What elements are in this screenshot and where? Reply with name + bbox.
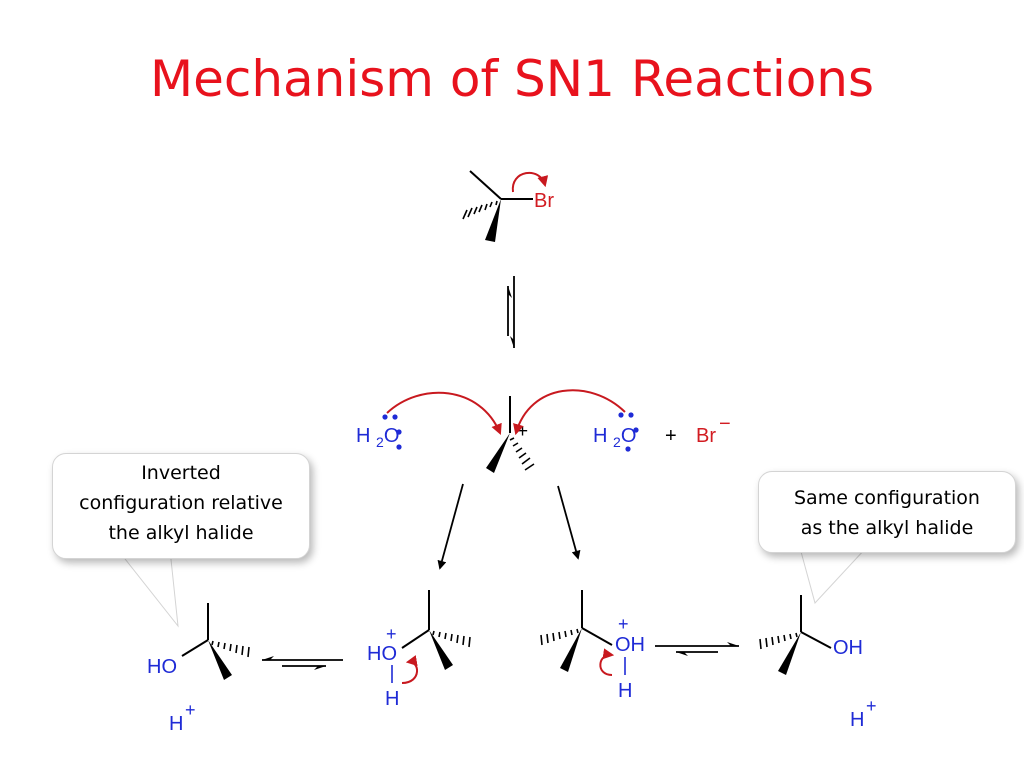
deprotonation-equilibrium-right	[655, 642, 739, 656]
callout-inverted: Inverted configuration relative the alky…	[52, 453, 310, 559]
deprotonation-arrow-left	[401, 655, 418, 684]
slide-title: Mechanism of SN1 Reactions	[149, 50, 875, 108]
deprotonation-equilibrium-left	[262, 656, 343, 670]
bromide-label: Br	[696, 425, 716, 447]
product-left-proton: H	[169, 713, 183, 735]
oxonium-right: OH + H	[540, 590, 645, 702]
plus-sign: +	[665, 425, 677, 447]
wedge-bond	[485, 199, 501, 242]
carbocation: +	[486, 396, 535, 473]
hashed-bond	[509, 437, 535, 471]
water-right: H 2O	[593, 412, 639, 452]
ionization-equilibrium-arrow	[507, 276, 515, 348]
callout-left-tail	[116, 549, 179, 628]
product-left-proton-charge: +	[185, 700, 196, 720]
callout-right-line: Same configuration	[794, 487, 980, 509]
oxonium-right-oh: OH	[615, 634, 645, 656]
oxonium-right-charge: +	[618, 614, 629, 634]
callout-left-line: configuration relative	[79, 492, 283, 514]
bond-methyl-up	[469, 170, 502, 200]
callout-right-tail	[799, 547, 868, 605]
callout-left-line: Inverted	[141, 462, 221, 484]
product-right-oh: OH	[833, 637, 863, 659]
water-left-label: H 2O	[356, 425, 399, 450]
alkyl-halide: Br	[462, 170, 554, 242]
product-left-ho: HO	[147, 656, 177, 678]
hashed-bond	[462, 200, 498, 220]
callout-same-configuration: Same configuration as the alkyl halide	[758, 471, 1016, 553]
attack-arrow-right	[513, 389, 626, 436]
product-right: OH H +	[759, 595, 877, 731]
wedge-bond	[486, 433, 510, 473]
water-right-label: H 2O	[593, 425, 636, 450]
oxonium-right-h: H	[618, 680, 632, 702]
bromine-label: Br	[534, 190, 554, 212]
reaction-arrow-right	[557, 485, 581, 560]
attack-arrow-left	[386, 391, 502, 436]
lone-pairs	[382, 414, 402, 450]
oxonium-left-h: H	[385, 688, 399, 710]
product-left: HO H +	[147, 603, 250, 735]
product-right-proton-charge: +	[866, 696, 877, 716]
water-left: H 2O	[356, 414, 402, 450]
oxonium-left: HO + H	[367, 590, 471, 710]
oxonium-left-ho: HO	[367, 643, 397, 665]
reaction-arrow-left	[437, 483, 464, 570]
oxonium-left-charge: +	[386, 624, 397, 644]
leaving-group-arrow	[511, 171, 549, 193]
deprotonation-arrow-right	[599, 648, 615, 676]
callout-right-line: as the alkyl halide	[800, 517, 974, 539]
bromide-charge: −	[719, 413, 731, 435]
product-right-proton: H	[850, 709, 864, 731]
callout-left-line: the alkyl halide	[108, 522, 254, 544]
lone-pairs	[618, 412, 639, 452]
